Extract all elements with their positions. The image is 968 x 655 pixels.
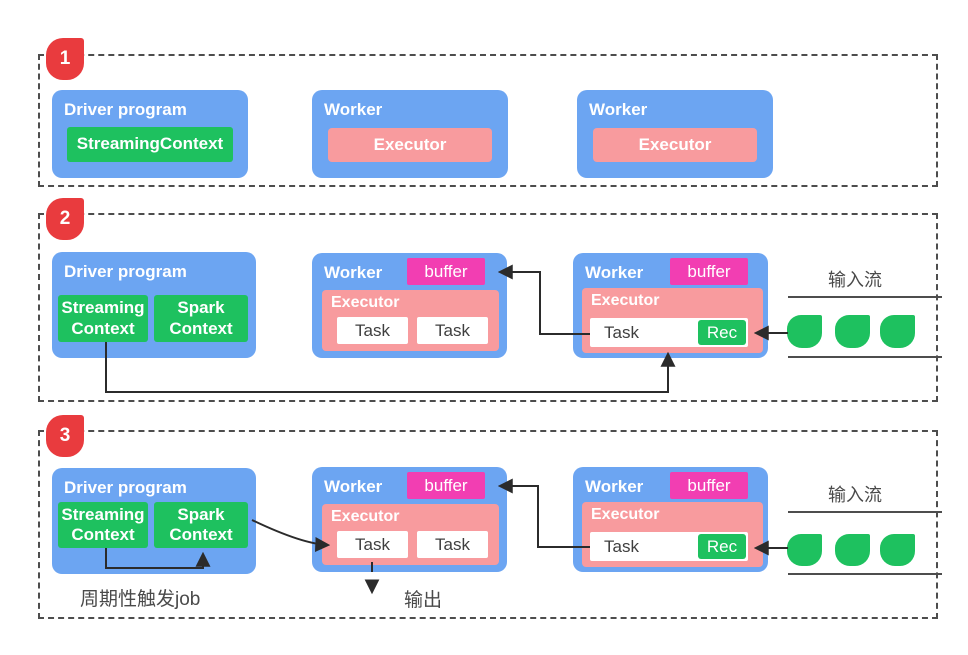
stream-block — [835, 534, 870, 566]
worker-title: Worker — [585, 477, 644, 496]
worker-box: Worker buffer Executor Task Task — [312, 467, 507, 572]
task-label: Task — [435, 534, 470, 554]
spark-context-label: Spark Context — [169, 298, 233, 338]
worker-box: Worker buffer Executor Task Rec — [573, 467, 768, 572]
worker-box: Worker buffer Executor Task Rec — [573, 253, 768, 358]
executor-box: Executor Task Task — [322, 290, 499, 351]
stream-block — [880, 534, 915, 566]
streaming-context-box: Streaming Context — [58, 502, 148, 548]
buffer-label: buffer — [687, 261, 731, 281]
stream-block — [787, 315, 822, 348]
streaming-context-label: StreamingContext — [76, 134, 224, 154]
streaming-context-box: Streaming Context — [58, 295, 148, 342]
rec-box: Rec — [698, 534, 746, 559]
buffer-box: buffer — [670, 258, 748, 285]
executor-box: Executor — [593, 128, 757, 162]
driver-program-box: Driver program Streaming Context Spark C… — [52, 468, 256, 574]
task-label: Task — [604, 322, 639, 342]
driver-program-title: Driver program — [64, 100, 187, 119]
spark-context-box: Spark Context — [154, 502, 248, 548]
task-box: Task — [337, 531, 408, 558]
executor-box: Executor Task Task — [322, 504, 499, 565]
output-label: 输出 — [404, 590, 443, 611]
streaming-context-label: Streaming Context — [61, 298, 145, 338]
worker-title: Worker — [589, 100, 648, 119]
worker-title: Worker — [324, 477, 383, 496]
task-box: Task — [337, 317, 408, 344]
driver-program-box: Driver program StreamingContext — [52, 90, 248, 178]
buffer-box: buffer — [407, 258, 485, 285]
executor-label: Executor — [591, 506, 660, 523]
buffer-label: buffer — [687, 475, 731, 495]
executor-label: Executor — [331, 508, 400, 525]
executor-label: Executor — [373, 135, 447, 154]
periodic-trigger-label: 周期性触发job — [80, 589, 201, 610]
spark-context-label: Spark Context — [169, 504, 233, 544]
stream-block — [787, 534, 822, 566]
worker-box: Worker buffer Executor Task Task — [312, 253, 507, 358]
worker-title: Worker — [324, 100, 383, 119]
task-box: Task — [417, 531, 488, 558]
rec-label: Rec — [706, 536, 738, 556]
input-stream-label: 输入流 — [828, 485, 882, 505]
stream-block — [880, 315, 915, 348]
rec-box: Rec — [698, 320, 746, 345]
stream-block — [835, 315, 870, 348]
task-label: Task — [355, 534, 390, 554]
streaming-context-box: StreamingContext — [67, 127, 233, 162]
executor-box: Executor Task Rec — [582, 288, 763, 353]
stage3-number: 3 — [59, 425, 71, 446]
stage2-panel — [38, 213, 938, 402]
buffer-box: buffer — [670, 472, 748, 499]
buffer-box: buffer — [407, 472, 485, 499]
executor-label: Executor — [638, 135, 712, 154]
worker-title: Worker — [585, 263, 644, 282]
receiver-task-box: Task Rec — [590, 318, 748, 347]
rec-label: Rec — [706, 322, 738, 342]
executor-label: Executor — [591, 292, 660, 309]
executor-label: Executor — [331, 294, 400, 311]
worker-title: Worker — [324, 263, 383, 282]
driver-program-title: Driver program — [64, 478, 187, 497]
executor-box: Executor Task Rec — [582, 502, 763, 567]
task-label: Task — [435, 320, 470, 340]
stage3-badge: 3 — [46, 415, 84, 457]
stage2-number: 2 — [59, 208, 71, 229]
executor-box: Executor — [328, 128, 492, 162]
streaming-context-label: Streaming Context — [61, 504, 145, 544]
driver-program-box: Driver program Streaming Context Spark C… — [52, 252, 256, 358]
stage3-panel — [38, 430, 938, 619]
spark-context-box: Spark Context — [154, 295, 248, 342]
driver-program-title: Driver program — [64, 262, 187, 281]
task-label: Task — [604, 536, 639, 556]
stage2-badge: 2 — [46, 198, 84, 240]
worker-box: Worker Executor — [577, 90, 773, 178]
task-label: Task — [355, 320, 390, 340]
stage1-number: 1 — [59, 48, 71, 69]
task-box: Task — [417, 317, 488, 344]
worker-box: Worker Executor — [312, 90, 508, 178]
buffer-label: buffer — [424, 475, 468, 495]
receiver-task-box: Task Rec — [590, 532, 748, 561]
input-stream-label: 输入流 — [828, 270, 882, 290]
stage1-badge: 1 — [46, 38, 84, 80]
buffer-label: buffer — [424, 261, 468, 281]
stage1-panel — [38, 54, 938, 187]
